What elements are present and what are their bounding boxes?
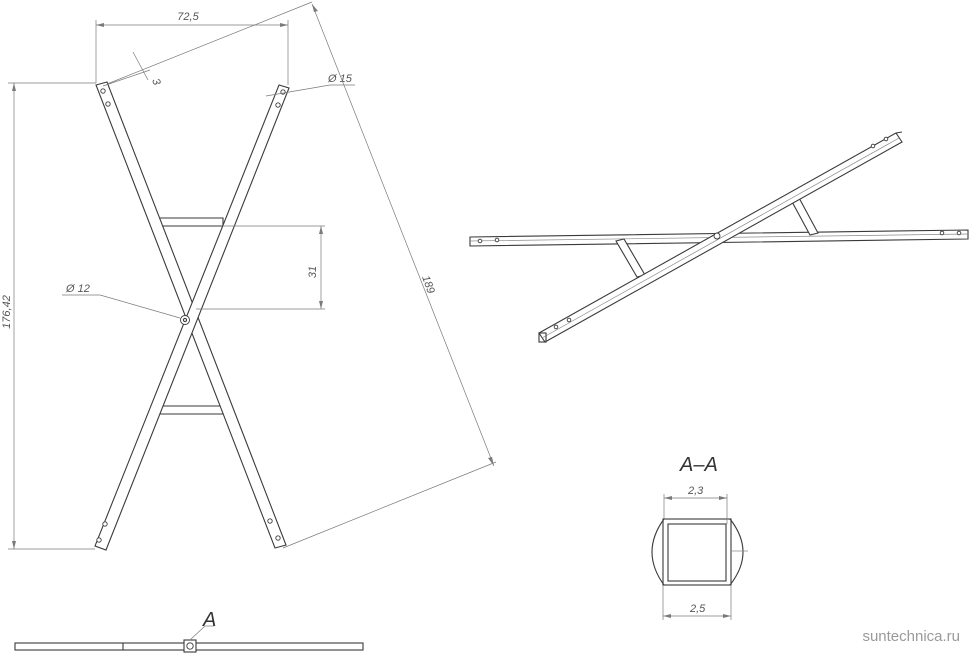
section-inner-dimension: 2,3	[687, 485, 704, 497]
lower-crossbar	[155, 405, 224, 415]
end-hole-br-2	[275, 535, 281, 541]
center-pivot-pin	[182, 317, 188, 323]
x-frame-front-view	[94, 81, 290, 551]
center-pivot-hole	[180, 315, 190, 325]
crossbar-spacing-dimension: 31	[307, 266, 319, 278]
end-hole-tr-2	[275, 102, 281, 108]
end-hole-bl-1	[102, 521, 108, 527]
iso-diagonal-beam	[538, 132, 903, 343]
section-outer-dimension: 2,5	[689, 603, 706, 615]
section-title: A–A	[679, 454, 718, 476]
top-width-dimension: 72,5	[177, 11, 199, 23]
upper-crossbar	[155, 217, 224, 227]
iso-brace-left	[615, 238, 646, 278]
isometric-view	[469, 131, 969, 343]
tube-gap-dimension: 3	[149, 77, 163, 88]
leg-right-to-left	[94, 84, 290, 551]
watermark-text: suntechnica.ru	[862, 628, 960, 645]
end-hole-tl-1	[100, 88, 106, 94]
end-hole-br-1	[267, 518, 273, 524]
diagonal-length-dimension: 189	[419, 274, 437, 295]
dimensions: 72,5 3 Ø 15 189 31 Ø 12 176,42	[1, 1, 497, 550]
section-a-a: A–A 2,3 2,5	[651, 454, 748, 620]
end-hole-bl-2	[96, 537, 102, 543]
section-marker-label: A	[202, 609, 216, 631]
side-view: A	[14, 609, 364, 653]
overall-height-dimension: 176,42	[1, 295, 13, 329]
center-hole-dimension: Ø 12	[65, 283, 90, 295]
end-hole-tl-2	[105, 101, 111, 107]
end-hole-dimension: Ø 15	[327, 73, 353, 85]
